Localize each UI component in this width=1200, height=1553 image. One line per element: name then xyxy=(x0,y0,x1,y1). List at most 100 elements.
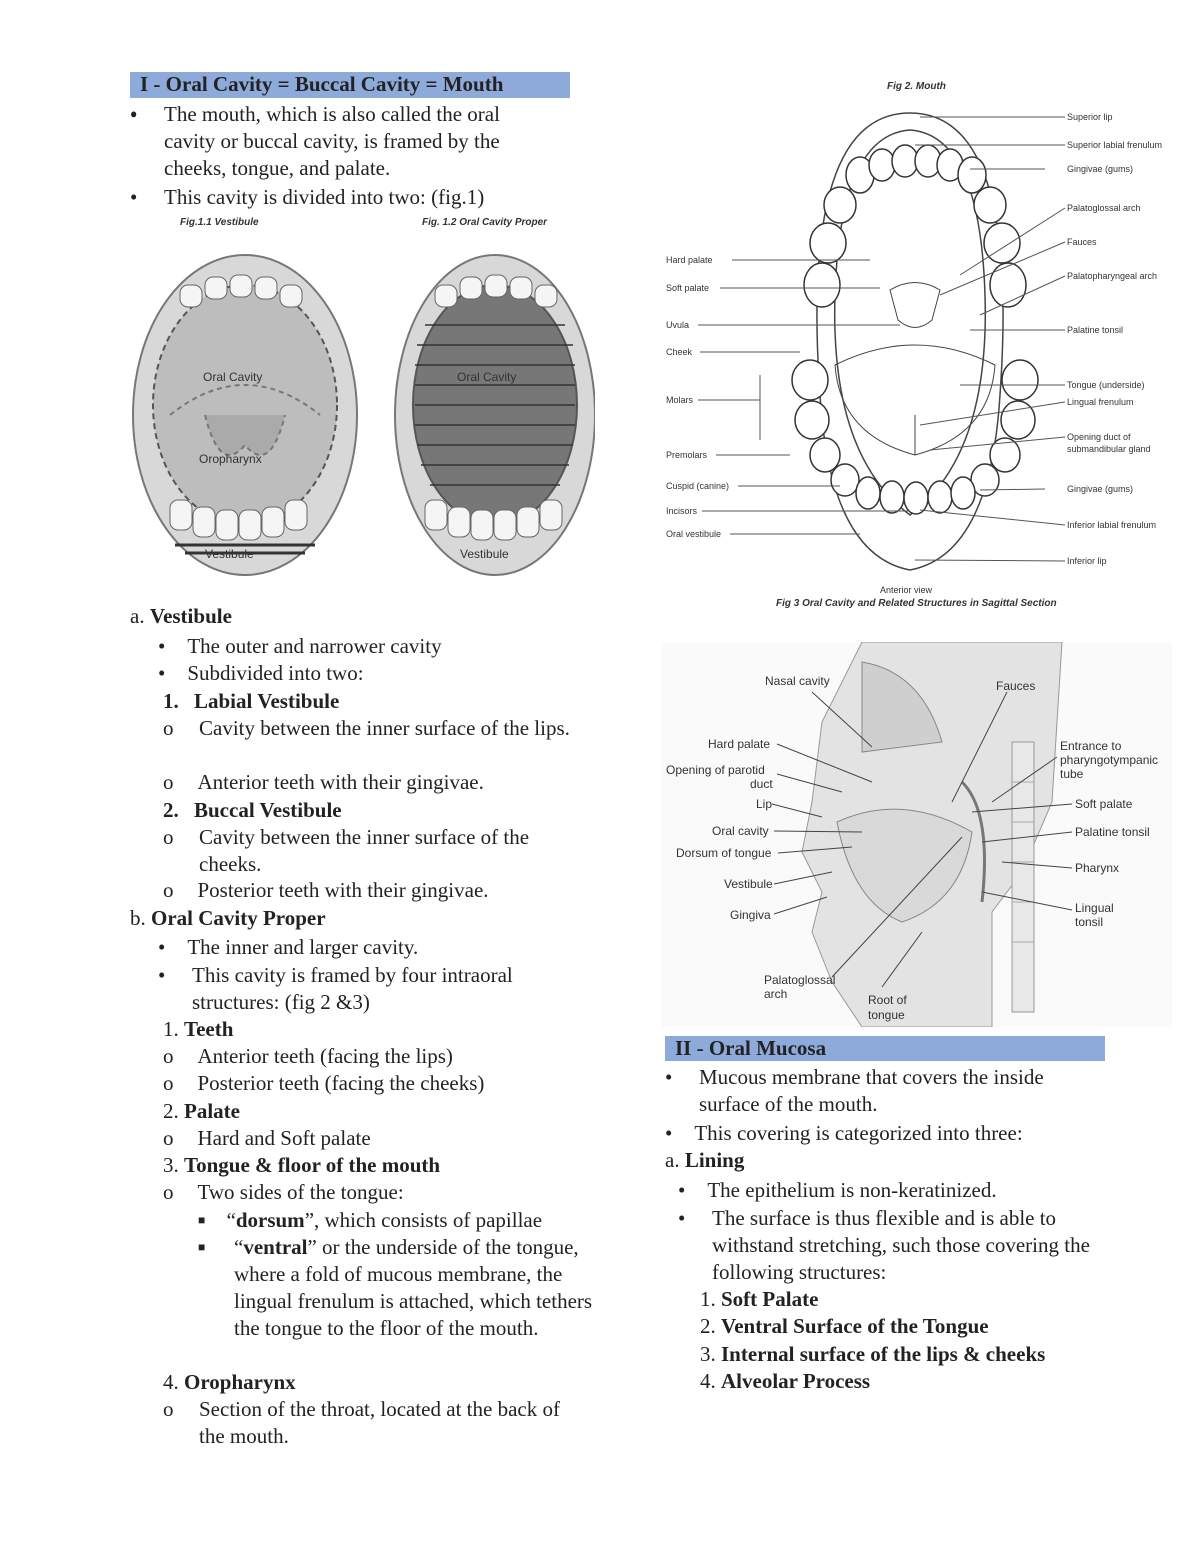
fig3-label-vestibule: Vestibule xyxy=(724,877,773,891)
fig2-label-molars: Molars xyxy=(666,395,694,405)
tongue-dorsum-term: dorsum xyxy=(235,1208,305,1232)
proper-bullet-1-text: The inner and larger cavity. xyxy=(187,935,419,959)
vestibule-heading: a. Vestibule xyxy=(130,603,232,630)
intro-bullet-1-text: The mouth, which is also called the oral… xyxy=(164,102,500,180)
tongue-ventral-quote: “ xyxy=(234,1235,244,1259)
fig1-illustration: Oral Cavity Oropharynx Vestibule Oral Ca… xyxy=(132,254,595,576)
fig3-label-nasal-cavity: Nasal cavity xyxy=(765,674,830,688)
palate-item-1-text: Hard and Soft palate xyxy=(197,1126,371,1150)
proper-bullet-1: •The inner and larger cavity. xyxy=(158,935,419,959)
fig1-label-oral-cavity: Oral Cavity xyxy=(203,370,262,384)
fig2-mouth-diagram: Hard palate Soft palate Uvula Cheek Mola… xyxy=(666,112,1162,595)
lining-list-1-num: 1. xyxy=(700,1287,716,1311)
labial-num: 1. xyxy=(163,689,179,713)
tongue-title: Tongue & floor of the mouth xyxy=(184,1153,441,1177)
lining-list-1-text: Soft Palate xyxy=(721,1287,819,1311)
fig3-label-oral-cavity: Oral cavity xyxy=(712,824,769,838)
fig2-label-tongue-underside: Tongue (underside) xyxy=(1067,380,1145,390)
fig1-vestibule-mouth: Oral Cavity Oropharynx Vestibule xyxy=(132,254,358,576)
buccal-item-2-text: Posterior teeth with their gingivae. xyxy=(197,878,489,902)
fig2-label-inferior-labial-frenulum: Inferior labial frenulum xyxy=(1067,520,1156,530)
section-header-oral-cavity: I - Oral Cavity = Buccal Cavity = Mouth xyxy=(130,72,570,98)
fig3-label-arch: arch xyxy=(764,987,787,1001)
fig2-label-soft-palate: Soft palate xyxy=(666,283,709,293)
palate-num: 2. xyxy=(163,1099,179,1123)
vestibule-bullet-1: •The outer and narrower cavity xyxy=(158,634,442,658)
proper-bullet-2-text: This cavity is framed by four intraoral … xyxy=(192,963,513,1014)
proper-bullet-2: •This cavity is framed by four intraoral… xyxy=(158,962,578,1016)
fig3-label-lingual: Lingual xyxy=(1075,901,1114,915)
proper-heading: b. Oral Cavity Proper xyxy=(130,905,326,932)
lining-heading: a. Lining xyxy=(665,1147,744,1174)
fig3-label-tongue: tongue xyxy=(868,1008,905,1022)
fig2-label-uvula: Uvula xyxy=(666,320,689,330)
tongue-dorsum-quote: “ xyxy=(226,1208,236,1232)
fig1-caption-oral-cavity-proper: Fig. 1.2 Oral Cavity Proper xyxy=(422,217,548,228)
oropharynx-num: 4. xyxy=(163,1370,179,1394)
fig1-oral-cavity-proper-mouth: Oral Cavity Vestibule xyxy=(394,254,595,576)
teeth-item-2-text: Posterior teeth (facing the cheeks) xyxy=(197,1071,485,1095)
lining-list-3: 3. Internal surface of the lips & cheeks xyxy=(700,1341,1045,1368)
oropharynx-title: Oropharynx xyxy=(184,1370,296,1394)
fig2-title: Fig 2. Mouth xyxy=(887,81,946,92)
fig3-label-lip: Lip xyxy=(756,797,772,811)
vestibule-title: Vestibule xyxy=(149,604,232,628)
fig1-label-vestibule: Vestibule xyxy=(205,547,254,561)
tongue-heading: 3. Tongue & floor of the mouth xyxy=(163,1152,440,1179)
fig2-label-superior-lip: Superior lip xyxy=(1067,112,1113,122)
oropharynx-item-1-text: Section of the throat, located at the ba… xyxy=(199,1397,560,1448)
lining-list-4: 4. Alveolar Process xyxy=(700,1368,870,1395)
tongue-num: 3. xyxy=(163,1153,179,1177)
fig2-label-hard-palate: Hard palate xyxy=(666,255,713,265)
fig2-label-lingual-frenulum: Lingual frenulum xyxy=(1067,397,1134,407)
oropharynx-heading: 4. Oropharynx xyxy=(163,1369,296,1396)
proper-title: Oral Cavity Proper xyxy=(151,906,326,930)
fig3-label-dorsum-tongue: Dorsum of tongue xyxy=(676,846,772,860)
lining-list-2: 2. Ventral Surface of the Tongue xyxy=(700,1313,989,1340)
vestibule-bullet-2-text: Subdivided into two: xyxy=(187,661,364,685)
labial-item-2-text: Anterior teeth with their gingivae. xyxy=(197,770,484,794)
labial-title: Labial Vestibule xyxy=(194,689,340,713)
fig3-sagittal-diagram: Nasal cavity Hard palate Opening of paro… xyxy=(662,642,1172,1027)
fig2-label-oral-vestibule: Oral vestibule xyxy=(666,529,721,539)
buccal-vestibule-heading: 2. Buccal Vestibule xyxy=(163,797,342,824)
lining-list-4-text: Alveolar Process xyxy=(721,1369,871,1393)
lining-bullet-1: •The epithelium is non-keratinized. xyxy=(678,1178,997,1202)
fig3-label-gingiva: Gingiva xyxy=(730,908,771,922)
intro-bullet-2: • This cavity is divided into two: (fig.… xyxy=(130,184,560,211)
fig2-label-anterior-view: Anterior view xyxy=(880,585,933,595)
vestibule-bullet-2: •Subdivided into two: xyxy=(158,661,364,685)
fig2-label-opening-duct: Opening duct of xyxy=(1067,432,1131,442)
fig2-label-palatine-tonsil: Palatine tonsil xyxy=(1067,325,1123,335)
fig2-label-palatopharyngeal-arch: Palatopharyngeal arch xyxy=(1067,271,1157,281)
fig3-label-fauces: Fauces xyxy=(996,679,1035,693)
fig3-label-palatoglossal: Palatoglossal xyxy=(764,973,835,987)
fig2-label-gingivae-upper: Gingivae (gums) xyxy=(1067,164,1133,174)
lining-list-3-num: 3. xyxy=(700,1342,716,1366)
fig2-label-superior-labial-frenulum: Superior labial frenulum xyxy=(1067,140,1162,150)
fig2-label-gingivae-lower: Gingivae (gums) xyxy=(1067,484,1133,494)
lining-marker: a. xyxy=(665,1148,680,1172)
fig1-proper-label-vestibule: Vestibule xyxy=(460,547,509,561)
tongue-ventral-term: ventral xyxy=(243,1235,308,1259)
teeth-title: Teeth xyxy=(184,1017,234,1041)
fig3-label-pharyngotympanic: pharyngotympanic xyxy=(1060,753,1158,767)
mucosa-bullet-1-text: Mucous membrane that covers the inside s… xyxy=(699,1065,1044,1116)
buccal-num: 2. xyxy=(163,798,179,822)
lining-list-2-num: 2. xyxy=(700,1314,716,1338)
tongue-dorsum: ■ “dorsum”, which consists of papillae xyxy=(198,1208,543,1232)
tongue-dorsum-rest: ”, which consists of papillae xyxy=(304,1208,543,1232)
mucosa-bullet-2: •This covering is categorized into three… xyxy=(665,1121,1023,1145)
labial-item-1-text: Cavity between the inner surface of the … xyxy=(199,716,570,740)
labial-vestibule-heading: 1. Labial Vestibule xyxy=(163,688,339,715)
teeth-num: 1. xyxy=(163,1017,179,1041)
fig3-title: Fig 3 Oral Cavity and Related Structures… xyxy=(776,598,1057,609)
fig2-label-cheek: Cheek xyxy=(666,347,693,357)
lining-list-2-text: Ventral Surface of the Tongue xyxy=(721,1314,989,1338)
